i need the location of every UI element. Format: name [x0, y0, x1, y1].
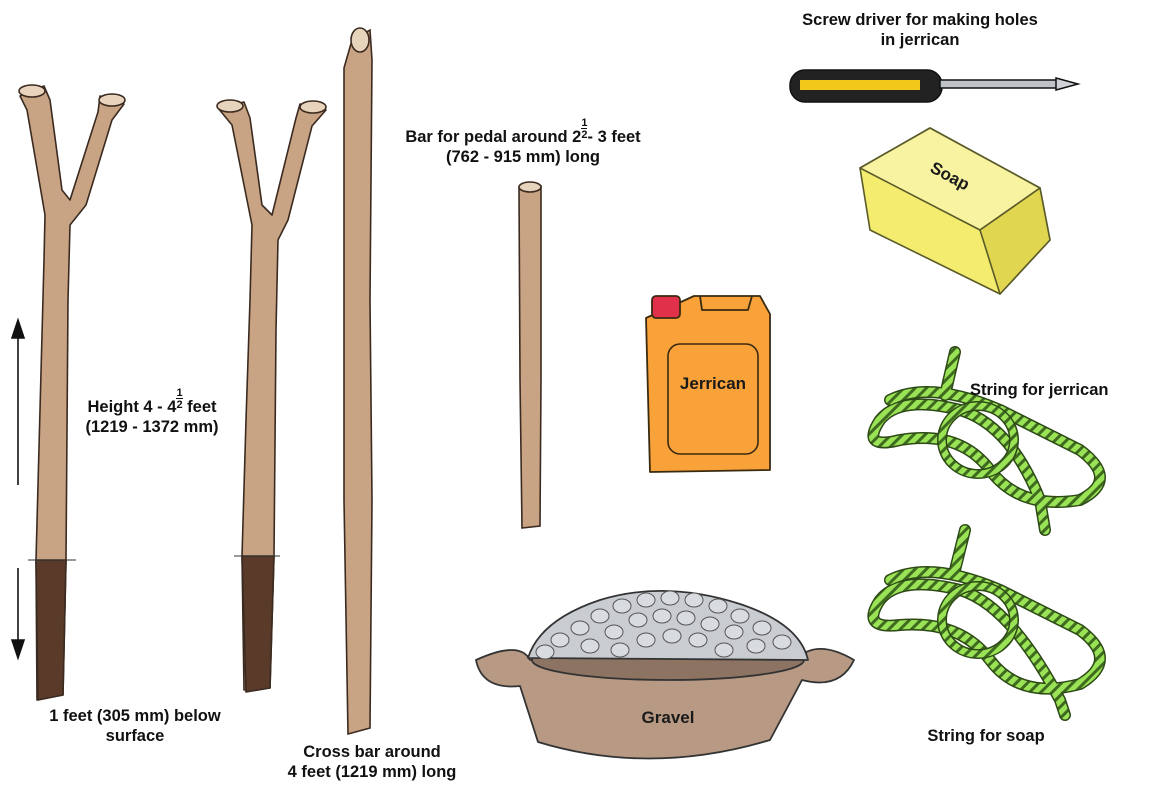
pedal-label-b: - 3 feet	[587, 128, 640, 146]
screwdriver-label: Screw driver for making holes in jerrica…	[770, 10, 1070, 50]
below-surface-line1: 1 feet (305 mm) below	[49, 707, 220, 725]
below-surface-line2: surface	[106, 727, 165, 745]
depth-arrow-down	[12, 568, 24, 658]
height-fraction-num: 1	[176, 388, 182, 399]
height-arrow-up	[12, 320, 24, 485]
string-jerrican	[873, 352, 1100, 530]
pedal-bar	[519, 182, 541, 528]
screwdriver-line1: Screw driver for making holes	[802, 11, 1038, 29]
pedal-label-a: Bar for pedal around 2	[405, 128, 581, 146]
string-soap-label: String for soap	[906, 726, 1066, 746]
crossbar-label: Cross bar around 4 feet (1219 mm) long	[262, 742, 482, 782]
crossbar-line1: Cross bar around	[303, 743, 441, 761]
pedal-label-mm: (762 - 915 mm) long	[446, 148, 600, 166]
height-label-mm: (1219 - 1372 mm)	[86, 418, 219, 436]
string-soap	[873, 530, 1100, 715]
string-jerrican-label: String for jerrican	[970, 380, 1149, 400]
gravel-text: Gravel	[628, 708, 708, 728]
crossbar-line2: 4 feet (1219 mm) long	[288, 763, 457, 781]
below-surface-label: 1 feet (305 mm) below surface	[20, 706, 250, 746]
height-fraction-den: 2	[176, 400, 182, 410]
soap-bar	[860, 128, 1050, 294]
screwdriver	[790, 70, 1078, 102]
jerrican-text: Jerrican	[672, 374, 754, 394]
gravel-basin	[476, 591, 854, 759]
screwdriver-line2: in jerrican	[881, 31, 960, 49]
height-label-a: Height 4 - 4	[88, 398, 177, 416]
height-label-b: feet	[187, 398, 216, 416]
cross-bar	[344, 28, 372, 734]
